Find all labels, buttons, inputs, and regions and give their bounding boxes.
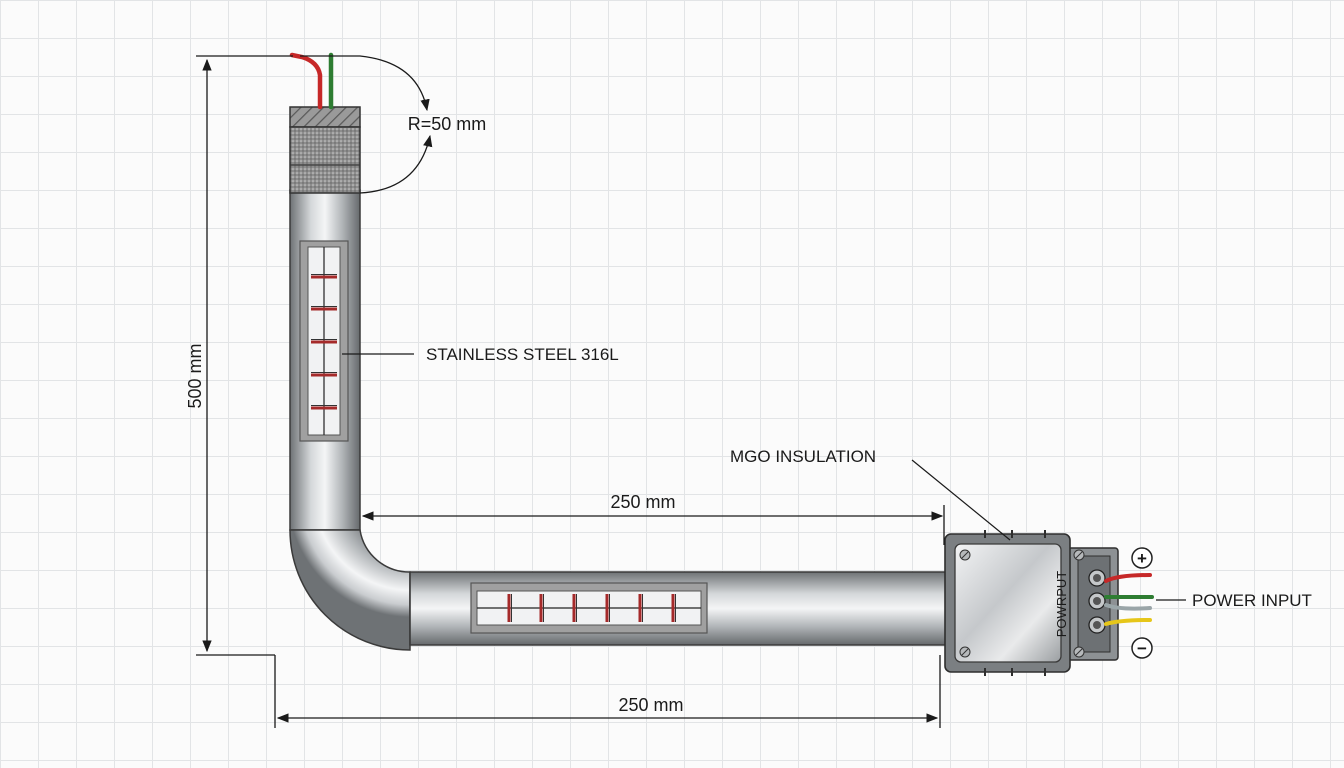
gray-power-wire (1104, 603, 1152, 611)
screw-icon (1073, 549, 1085, 561)
heater-tube (289, 189, 951, 651)
dimension-vertical: 500 mm (185, 55, 293, 656)
red-lead-wire (289, 52, 323, 110)
top-lead-wires (289, 52, 334, 110)
box-lid (954, 543, 1062, 663)
box-text: POWRPUT (1054, 571, 1069, 638)
heating-element-horizontal (470, 582, 708, 634)
power-input-label: POWER INPUT (1192, 591, 1312, 610)
radius-callout: R=50 mm (300, 55, 487, 194)
end-seal (289, 106, 361, 194)
insulation-callout: MGO INSULATION (730, 447, 1011, 541)
power-input-callout: POWER INPUT (1156, 591, 1312, 610)
radius-label: R=50 mm (408, 114, 487, 134)
power-wires (1104, 573, 1154, 626)
dimension-vertical-label: 500 mm (185, 343, 205, 408)
screw-icon (959, 646, 971, 658)
seal-filler (289, 126, 361, 194)
material-callout: STAINLESS STEEL 316L (342, 345, 619, 364)
screw-icon (959, 549, 971, 561)
terminal-screws (1088, 569, 1106, 634)
tube-bend (289, 529, 411, 651)
junction-box: POWRPUT (944, 530, 1119, 676)
svg-text:−: − (1137, 639, 1147, 658)
screw-icon (1073, 646, 1085, 658)
material-label: STAINLESS STEEL 316L (426, 345, 619, 364)
heating-element-vertical (299, 240, 349, 442)
seal-cap (289, 106, 361, 128)
minus-icon: − (1131, 637, 1153, 659)
dimension-horizontal-bottom: 250 mm (274, 655, 941, 728)
plus-icon: + (1131, 547, 1153, 569)
svg-text:+: + (1137, 549, 1147, 568)
red-power-wire (1104, 573, 1152, 583)
insulation-label: MGO INSULATION (730, 447, 876, 466)
dimension-bottom-label: 250 mm (618, 695, 683, 715)
yellow-power-wire (1104, 618, 1152, 626)
dimension-top-label: 250 mm (610, 492, 675, 512)
dimension-horizontal-top: 250 mm (361, 492, 945, 545)
